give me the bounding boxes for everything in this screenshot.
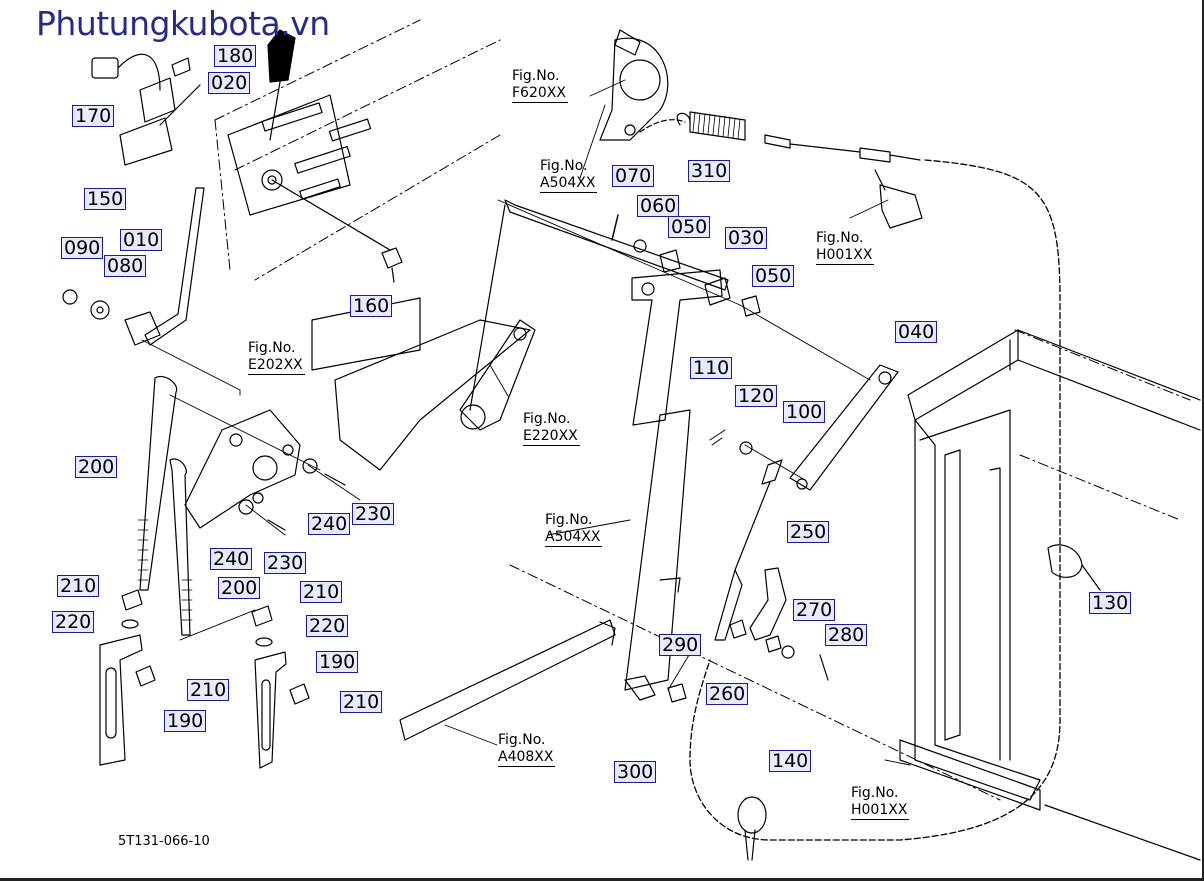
part-callout-280[interactable]: 280 [825,624,868,646]
switch-assembly [91,53,201,166]
part-callout-180[interactable]: 180 [214,45,257,67]
figure-ref-prefix: Fig.No. [523,411,571,427]
part-callout-290[interactable]: 290 [659,634,702,656]
part-callout-230-right[interactable]: 230 [352,503,395,525]
cable-end [764,134,923,229]
part-callout-220-left[interactable]: 220 [52,611,95,633]
part-callout-140[interactable]: 140 [769,750,812,772]
shaft-030 [504,199,761,426]
bracket-e220 [311,204,536,471]
figure-ref-prefix: Fig.No. [498,732,546,748]
spring-310 [639,111,746,141]
figure-ref-code: H001XX [816,247,875,265]
clamp-130 [1047,544,1101,591]
figure-ref-prefix: Fig.No. [816,230,864,246]
leader-lines [141,79,911,766]
part-callout-040[interactable]: 040 [895,321,938,343]
part-callout-060[interactable]: 060 [637,195,680,217]
figure-ref-a504-lower[interactable]: Fig.No. A504XX [545,512,603,547]
post-a504 [624,409,691,703]
guide-plate [227,94,391,251]
figure-ref-prefix: Fig.No. [540,158,588,174]
link-100 [709,429,783,641]
figure-ref-code: A504XX [540,175,598,193]
part-callout-170[interactable]: 170 [72,105,115,127]
part-callout-210-upper-left[interactable]: 210 [57,575,100,597]
part-callout-210-upper-right[interactable]: 210 [300,581,343,603]
part-callout-150[interactable]: 150 [84,188,127,210]
part-callout-210-lower-right[interactable]: 210 [340,691,383,713]
figure-ref-e202[interactable]: Fig.No. E202XX [248,340,305,375]
figure-ref-prefix: Fig.No. [851,785,899,801]
figure-ref-prefix: Fig.No. [248,340,296,356]
part-callout-070[interactable]: 070 [612,165,655,187]
part-callout-240-right[interactable]: 240 [308,513,351,535]
part-callout-010[interactable]: 010 [120,229,163,251]
knob-020 [267,29,296,141]
frame-edge-bottom [0,878,1204,881]
figure-ref-code: A408XX [498,749,556,767]
bracket-e202 [184,409,346,531]
part-callout-020[interactable]: 020 [208,72,251,94]
part-callout-310[interactable]: 310 [688,160,731,182]
part-callout-210-lower-left[interactable]: 210 [187,679,230,701]
figure-ref-code: A504XX [545,529,603,547]
part-callout-130[interactable]: 130 [1089,592,1132,614]
nuts-washers [121,589,310,705]
watermark-text: Phutungkubota.vn [36,4,330,43]
part-callout-110[interactable]: 110 [690,357,733,379]
part-callout-200-lower[interactable]: 200 [218,577,261,599]
figure-ref-a504-upper[interactable]: Fig.No. A504XX [540,158,598,193]
part-callout-220-right[interactable]: 220 [306,615,349,637]
frame-edge-right [1202,0,1204,881]
part-callout-240-left[interactable]: 240 [210,548,253,570]
figure-ref-f620[interactable]: Fig.No. F620XX [512,68,568,103]
arm-f620 [599,29,669,141]
part-callout-080[interactable]: 080 [104,255,147,277]
figure-ref-prefix: Fig.No. [545,512,593,528]
figure-ref-code: E220XX [523,428,580,446]
part-callout-050-upper[interactable]: 050 [668,216,711,238]
figure-ref-prefix: Fig.No. [512,68,560,84]
cable-loop [689,159,1061,841]
figure-ref-e220[interactable]: Fig.No. E220XX [523,411,580,446]
figure-ref-a408[interactable]: Fig.No. A408XX [498,732,556,767]
part-callout-300[interactable]: 300 [614,761,657,783]
lever-rod-010 [62,187,205,346]
figure-ref-h001-upper[interactable]: Fig.No. H001XX [816,230,875,265]
bracket-190 [99,634,287,769]
part-callout-050-lower[interactable]: 050 [752,265,795,287]
part-callout-190-right[interactable]: 190 [316,651,359,673]
part-callout-190-left[interactable]: 190 [164,710,207,732]
rail-a408 [399,619,616,741]
figure-ref-code: F620XX [512,85,568,103]
part-callout-100[interactable]: 100 [783,401,826,423]
figure-ref-h001-lower[interactable]: Fig.No. H001XX [851,785,910,820]
part-callout-160[interactable]: 160 [350,295,393,317]
part-callout-260[interactable]: 260 [706,683,749,705]
chassis-outline [214,19,1191,801]
clamp-140 [737,796,767,861]
part-callout-090[interactable]: 090 [61,237,104,259]
part-callout-200-upper[interactable]: 200 [75,456,118,478]
part-callout-030[interactable]: 030 [725,227,768,249]
figure-ref-code: E202XX [248,357,305,375]
document-number: 5T131-066-10 [118,834,210,849]
part-callout-270[interactable]: 270 [793,599,836,621]
lever-040 [789,364,899,491]
part-callout-230-left[interactable]: 230 [264,552,307,574]
frame-h001 [899,329,1201,861]
part-callout-250[interactable]: 250 [787,521,830,543]
bracket-250 [729,567,829,681]
bolt-160 [381,247,403,283]
figure-ref-code: H001XX [851,802,910,820]
part-callout-120[interactable]: 120 [735,385,778,407]
rod-200 [137,375,193,636]
